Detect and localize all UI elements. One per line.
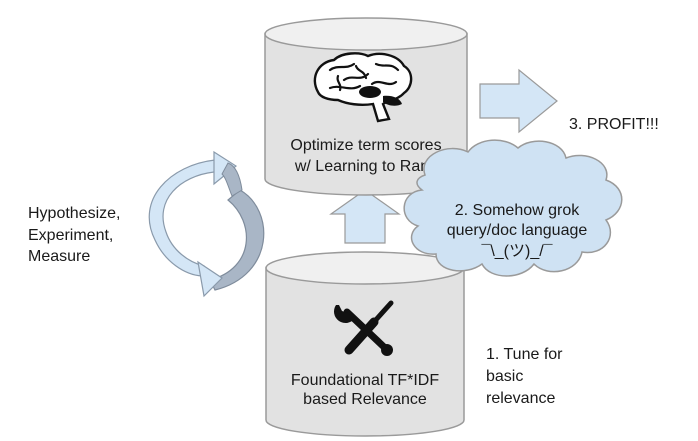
- right-arrow: [479, 68, 558, 134]
- cloud-line1: 2. Somehow grok: [455, 202, 581, 219]
- tune-line2: basic: [486, 368, 523, 385]
- cycle-arrows: [148, 150, 265, 298]
- tools-icon: [333, 300, 394, 356]
- cycle-line2: Experiment,: [28, 227, 113, 244]
- tune-line3: relevance: [486, 390, 555, 407]
- bottom-cylinder-line2: based Relevance: [303, 391, 427, 408]
- cycle-line3: Measure: [28, 248, 90, 265]
- top-cylinder-line1: Optimize term scores: [290, 137, 441, 154]
- profit-label: 3. PROFIT!!!: [569, 116, 659, 133]
- cloud-shrug: ¯\_(ツ)_/¯: [480, 243, 552, 260]
- bottom-cylinder-line1: Foundational TF*IDF: [291, 372, 439, 389]
- brain-icon: [313, 52, 413, 123]
- top-cylinder-line2: w/ Learning to Rank: [294, 158, 438, 175]
- cloud-line2: query/doc language: [447, 222, 588, 239]
- up-arrow: [329, 189, 401, 244]
- tune-line1: 1. Tune for: [486, 346, 563, 363]
- cloud-shape: [403, 139, 623, 277]
- bottom-cylinder: [265, 251, 465, 437]
- cycle-line1: Hypothesize,: [28, 205, 121, 222]
